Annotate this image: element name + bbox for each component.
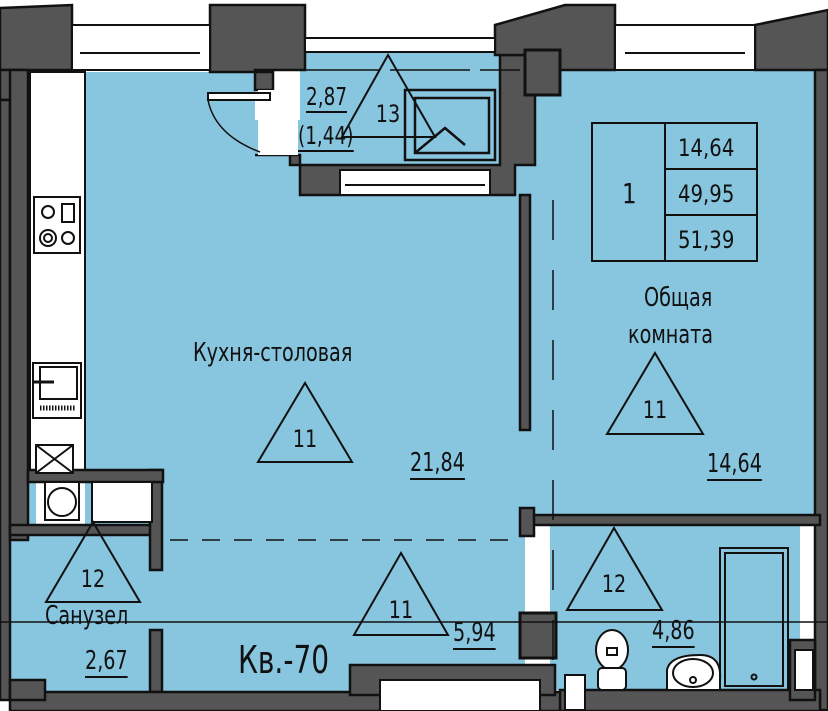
rooms-count: 1: [622, 177, 637, 210]
hall-area: 5,94: [453, 618, 496, 650]
balcony-door: [207, 90, 298, 155]
walls: [0, 3, 828, 711]
living-area: 14,64: [707, 449, 762, 481]
living-area-value: 14,64: [678, 134, 735, 162]
kitchen-finish-code: 11: [292, 425, 318, 453]
living-name-line1: Общая: [644, 283, 713, 313]
living-finish-code: 11: [642, 396, 668, 424]
marker-bath: [565, 526, 664, 611]
living-name-line2: комната: [628, 320, 714, 350]
washbasin-icon: [666, 653, 722, 691]
vent-icon: [35, 444, 80, 521]
marker-living: [605, 351, 705, 435]
wc-door-frame: [91, 481, 153, 523]
kitchen-counter: [29, 71, 86, 473]
finish-markers: [44, 52, 705, 636]
wc-area: 2,67: [85, 646, 128, 678]
windows: [71, 24, 814, 711]
bath-finish-code: 12: [601, 570, 627, 598]
shower-icon: [719, 547, 789, 691]
kitchen-name: Кухня-столовая: [193, 338, 353, 368]
balcony-area: 2,87: [306, 82, 348, 113]
marker-hall: [352, 550, 450, 636]
balcony-box: [403, 88, 497, 162]
marker-kitchen: [256, 381, 354, 463]
wc-finish-code: 12: [80, 565, 106, 593]
bath-area: 4,86: [652, 616, 695, 648]
hall-finish-code: 11: [388, 596, 414, 624]
total-area-value: 49,95: [678, 180, 735, 208]
axis-lines: [0, 69, 828, 690]
total-area-balcony-value: 51,39: [678, 226, 735, 254]
marker-balcony: [340, 52, 437, 138]
wc-name: Санузел: [45, 601, 129, 631]
stove-icon: [33, 196, 81, 254]
apartment-label: Кв.-70: [238, 638, 330, 682]
balcony-area-reduced: (1,44): [298, 121, 354, 152]
marker-wc: [44, 520, 142, 603]
toilet-icon: [595, 629, 629, 691]
kitchen-area: 21,84: [410, 448, 465, 480]
balcony-finish-code: 13: [375, 100, 401, 128]
kitchen-sink-icon: [32, 362, 82, 419]
summary-table: [591, 122, 758, 262]
